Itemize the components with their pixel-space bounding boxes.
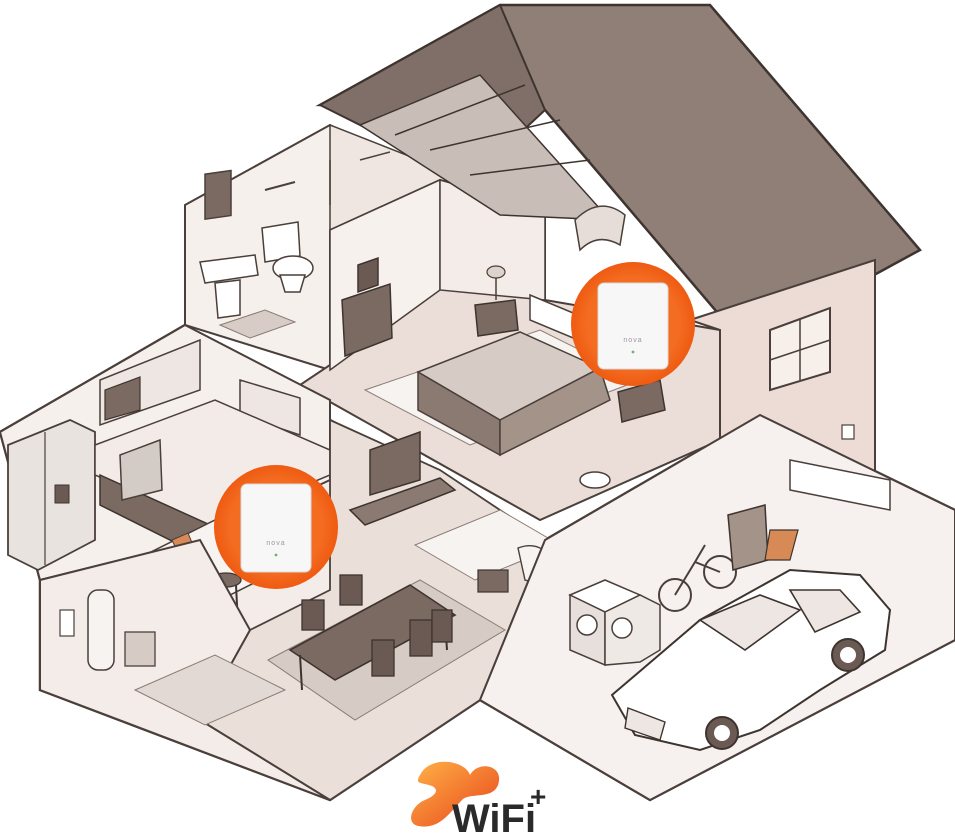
living-dining <box>198 418 562 802</box>
router-brand-label: nova <box>623 337 642 344</box>
status-led <box>631 350 635 354</box>
status-led <box>274 553 278 557</box>
wifi-plus-logo: WiFi + <box>411 761 546 836</box>
wifi-logo-text: WiFi <box>452 797 536 836</box>
roof <box>315 3 922 347</box>
bedroom <box>298 178 721 522</box>
mesh-node-kitchen[interactable]: nova <box>214 465 338 589</box>
router-unit <box>240 483 312 573</box>
garage <box>478 413 955 802</box>
router-unit <box>597 282 669 370</box>
router-brand-label: nova <box>266 540 285 547</box>
wifi-logo-swirl-icon <box>411 761 500 827</box>
basement <box>39 538 331 801</box>
car <box>610 568 892 752</box>
exterior-wall <box>686 258 876 477</box>
wifi-logo-plus: + <box>530 781 546 812</box>
mesh-node-bedroom[interactable]: nova <box>571 262 695 386</box>
